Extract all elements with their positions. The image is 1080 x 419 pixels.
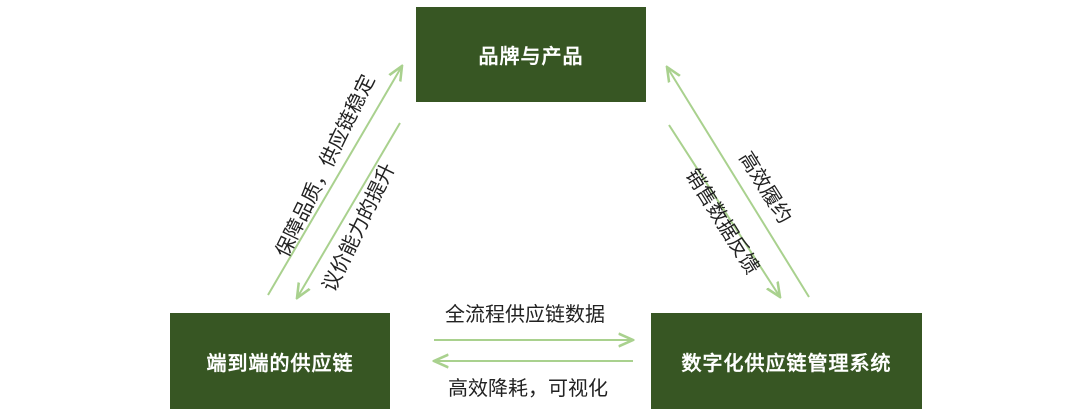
node-brand-product-label: 品牌与产品 [478, 44, 584, 68]
edge-label-bottom-top: 全流程供应链数据 [445, 302, 605, 326]
node-brand-product: 品牌与产品 [416, 7, 646, 102]
edge-label-bottom-bottom: 高效降耗，可视化 [448, 376, 608, 400]
node-digital-scm-system: 数字化供应链管理系统 [651, 313, 922, 409]
arrow-left-outer [267, 66, 402, 296]
node-digital-scm-system-label: 数字化供应链管理系统 [681, 350, 892, 375]
node-end-to-end-supply-chain-label: 端到端的供应链 [206, 350, 354, 375]
arrow-right-inner [668, 124, 780, 297]
node-end-to-end-supply-chain: 端到端的供应链 [170, 313, 390, 409]
arrow-right-outer [667, 67, 810, 298]
arrow-left-inner [297, 122, 401, 298]
